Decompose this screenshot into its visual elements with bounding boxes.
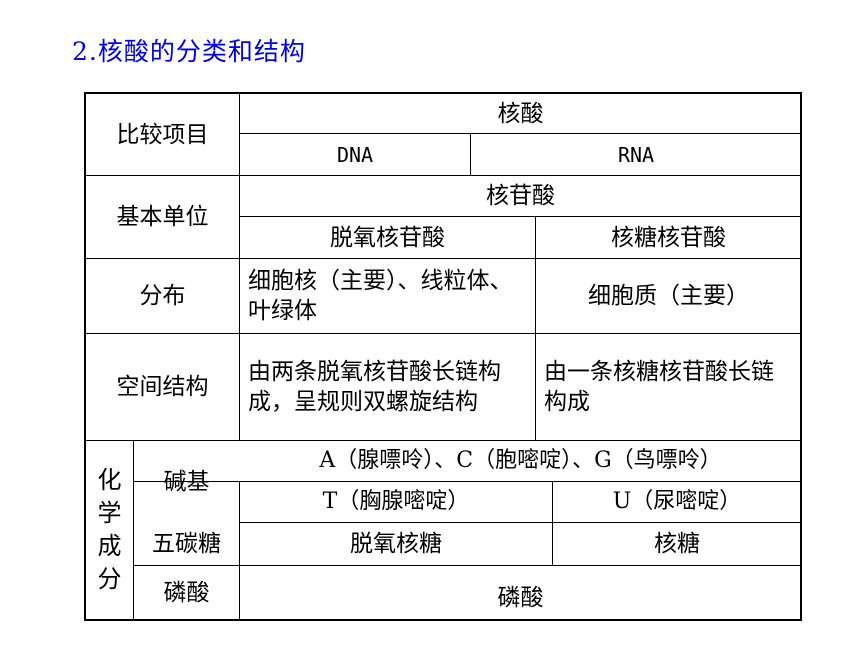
table-border-top [84,92,802,94]
divider [470,133,471,175]
composition-label: 化 学 成 分 [86,441,133,619]
structure-label: 空间结构 [116,374,209,400]
table-border-bottom [84,619,802,621]
divider [85,175,801,176]
divider [85,333,801,334]
divider [535,216,536,440]
header-dna: DNA [336,142,374,167]
header-item-label: 比较项目 [116,121,209,148]
divider [133,481,801,482]
divider [552,481,553,565]
structure-rna: 由一条核糖核苷酸长链构成 [544,359,774,415]
sugar-label: 五碳糖 [152,531,221,557]
divider [239,216,801,217]
table-border-left [84,92,86,621]
composition-label-char: 化 [97,466,122,494]
table-border-right [800,92,802,621]
divider [133,565,801,566]
header-rna: RNA [617,142,655,167]
structure-dna: 由两条脱氧核苷酸长链构成，呈规则双螺旋结构 [248,359,501,415]
composition-label-char: 分 [97,565,122,593]
phosphate-common: 磷酸 [497,584,544,611]
basic-unit-dna: 脱氧核苷酸 [330,224,445,251]
base-common: A（腺嘌呤）、C（胞嘧啶）、G（鸟嘌呤） [319,448,722,473]
basic-unit-label: 基本单位 [116,204,209,230]
divider [133,440,134,619]
sugar-rna: 核糖 [654,531,700,557]
divider [239,522,801,523]
basic-unit-rna: 核糖核苷酸 [611,224,726,251]
composition-label-char: 成 [97,532,122,560]
page-title: 2.核酸的分类和结构 [72,37,306,66]
divider [239,481,240,619]
divider [239,133,801,134]
base-rna: U（尿嘧啶） [612,489,742,514]
divider [85,440,801,441]
phosphate-label: 磷酸 [163,579,210,606]
sugar-dna: 脱氧核糖 [350,531,442,557]
divider [85,258,801,259]
distribution-label: 分布 [139,283,186,309]
composition-label-char: 学 [97,499,122,527]
base-dna: T（胸腺嘧啶） [322,489,470,514]
distribution-dna: 细胞核（主要）、线粒体、叶绿体 [248,268,513,324]
header-nucleic-acid: 核酸 [497,100,544,127]
base-label: 碱基 [163,468,210,495]
distribution-rna: 细胞质（主要） [588,283,749,309]
basic-unit-common: 核苷酸 [486,183,555,209]
divider [239,93,240,440]
